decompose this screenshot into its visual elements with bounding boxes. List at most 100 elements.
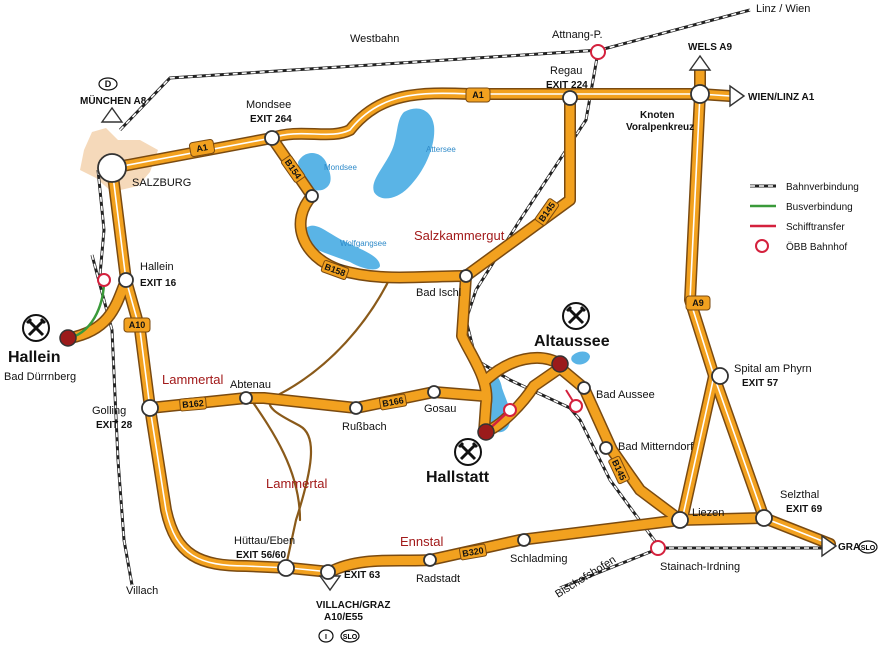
badge-i-text: I: [325, 634, 327, 641]
legend-bahn: Bahnverbindung: [786, 182, 859, 193]
label-ennstal: Ennstal: [400, 534, 443, 549]
oebb-hallstatt: [503, 403, 517, 417]
node-abtenau: [239, 391, 253, 405]
node-voralpenkreuz: [690, 84, 710, 104]
svg-text:B162: B162: [182, 398, 204, 410]
label-mondsee-exit: EXIT 264: [250, 114, 292, 125]
label-selzthal: Selzthal: [780, 489, 819, 501]
shield-b162: B162: [179, 396, 207, 412]
shield-a1-east: A1: [465, 87, 491, 103]
svg-text:A9: A9: [692, 298, 704, 308]
label-salzburg: SALZBURG: [132, 177, 191, 189]
label-dest-hallstatt: Hallstatt: [426, 469, 490, 486]
svg-text:A1: A1: [195, 142, 208, 154]
label-exit63: EXIT 63: [344, 570, 381, 581]
label-wien-linz: WIEN/LINZ A1: [748, 92, 815, 103]
mining-icon-hallein: [22, 314, 50, 342]
label-huettau-exit: EXIT 56/60: [236, 550, 286, 561]
label-bad-aussee: Bad Aussee: [596, 389, 655, 401]
node-hallein: [118, 272, 134, 288]
label-dest-altaussee: Altaussee: [534, 333, 610, 350]
label-salzkammergut: Salzkammergut: [414, 228, 505, 243]
arrow-wien: [729, 84, 746, 108]
label-dest-hallein: Hallein: [8, 349, 60, 366]
node-exit63: [320, 564, 336, 580]
label-bad-mitterndorf: Bad Mitterndorf: [618, 441, 694, 453]
label-villach-graz: VILLACH/GRAZ: [316, 600, 390, 611]
label-lammertal-2: Lammertal: [266, 476, 328, 491]
node-radstadt: [423, 553, 437, 567]
shield-b166: B166: [378, 393, 408, 411]
badge-d-text: D: [105, 79, 112, 89]
mining-icon-hallstatt: [454, 438, 482, 466]
label-villach-rail: Villach: [126, 585, 158, 597]
label-muenchen: MÜNCHEN A8: [80, 94, 147, 107]
shield-a10: A10: [123, 317, 151, 333]
shield-b320: B320: [458, 543, 488, 561]
node-russbach: [349, 401, 363, 415]
legend-schiff: Schifftransfer: [786, 222, 845, 233]
badge-slo-east: [858, 540, 878, 554]
lake-wolfgangsee: [302, 225, 380, 270]
label-golling-exit: EXIT 28: [96, 420, 133, 431]
label-spital-exit: EXIT 57: [742, 378, 779, 389]
lake-attersee: [373, 108, 435, 199]
label-regau: Regau: [550, 65, 582, 77]
svg-text:B166: B166: [382, 395, 405, 409]
highway-centerline: [111, 92, 831, 573]
legend-oebb: ÖBB Bahnhof: [786, 241, 847, 253]
node-mondsee: [264, 130, 280, 146]
label-regau-exit: EXIT 224: [546, 80, 588, 91]
node-selzthal: [755, 509, 773, 527]
label-wels: WELS A9: [688, 42, 733, 53]
node-liezen: [671, 511, 689, 529]
oebb-attnang: [590, 44, 606, 60]
node-gosau: [427, 385, 441, 399]
lake-altausseersee: [571, 351, 590, 365]
label-schladming: Schladming: [510, 553, 567, 565]
label-westbahn: Westbahn: [350, 33, 399, 45]
node-huettau: [277, 559, 295, 577]
label-liezen: Liezen: [692, 507, 724, 519]
svg-text:A1: A1: [472, 90, 484, 100]
minor-roads: [248, 272, 394, 568]
badge-slo-east-text: SLO: [861, 545, 876, 552]
svg-text:A10: A10: [129, 320, 146, 330]
label-selzthal-exit: EXIT 69: [786, 504, 823, 515]
label-gosau: Gosau: [424, 403, 456, 415]
arrow-graz: [821, 534, 838, 558]
label-a10-e55: A10/E55: [324, 612, 363, 623]
label-hallein: Hallein: [140, 261, 174, 273]
node-bad-aussee: [577, 381, 591, 395]
legend: Bahnverbindung Busverbindung Schifftrans…: [750, 182, 859, 253]
badge-slo-south-text: SLO: [343, 634, 358, 641]
label-voralpenkreuz: Voralpenkreuz: [626, 122, 694, 133]
label-lake-mondsee: Mondsee: [324, 163, 357, 172]
label-graz: GRAZ: [838, 542, 866, 553]
node-bad-mitterndorf: [599, 441, 613, 455]
shield-a9: A9: [685, 295, 711, 311]
shield-b158: B158: [320, 259, 350, 281]
badge-slo-south: [340, 629, 360, 643]
node-bad-ischl: [459, 269, 473, 283]
badge-i: [318, 629, 334, 643]
svg-text:B320: B320: [462, 545, 485, 559]
arrow-muenchen: [100, 106, 124, 123]
node-spital: [711, 367, 729, 385]
label-knoten: Knoten: [640, 110, 674, 121]
label-golling: Golling: [92, 405, 126, 417]
legend-bus: Busverbindung: [786, 202, 853, 213]
label-linz-wien: Linz / Wien: [756, 3, 810, 15]
node-b154: [305, 189, 319, 203]
badge-d: [98, 77, 118, 91]
oebb-hallein: [97, 273, 111, 287]
node-salzburg: [97, 153, 127, 183]
label-mondsee: Mondsee: [246, 99, 291, 111]
label-lake-wolfgangsee: Wolfgangsee: [340, 239, 387, 248]
label-bad-duerrnberg: Bad Dürrnberg: [4, 371, 76, 383]
label-lammertal-1: Lammertal: [162, 372, 224, 387]
mining-icon-altaussee: [562, 302, 590, 330]
arrow-wels: [688, 54, 712, 71]
label-attnang: Attnang-P.: [552, 29, 603, 41]
